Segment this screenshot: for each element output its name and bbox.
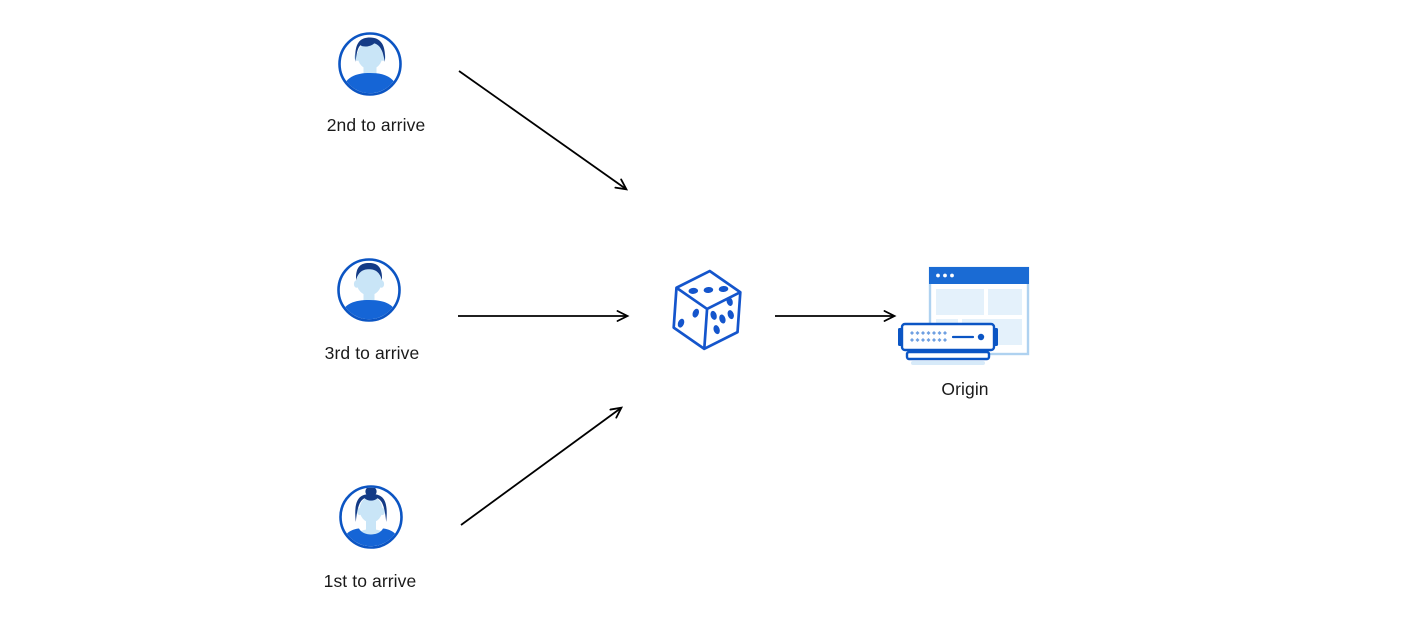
label-visitor-3rd: 3rd to arrive — [324, 343, 420, 363]
arrow-2nd-to-dice — [458, 70, 626, 189]
origin-server-browser-icon — [898, 266, 1030, 365]
node-visitor-3rd — [336, 257, 402, 323]
dice-icon — [672, 269, 742, 351]
node-visitor-2nd — [337, 31, 403, 97]
node-visitor-1st — [338, 484, 404, 550]
male-avatar-icon — [338, 32, 402, 96]
label-visitor-2nd: 2nd to arrive — [326, 115, 426, 135]
male-avatar-icon — [337, 258, 401, 322]
label-visitor-1st: 1st to arrive — [323, 571, 417, 591]
node-selector — [671, 268, 745, 356]
node-origin — [898, 266, 1033, 371]
arrow-1st-to-dice — [460, 408, 621, 526]
female-avatar-icon — [339, 485, 403, 549]
label-origin: Origin — [941, 379, 989, 399]
